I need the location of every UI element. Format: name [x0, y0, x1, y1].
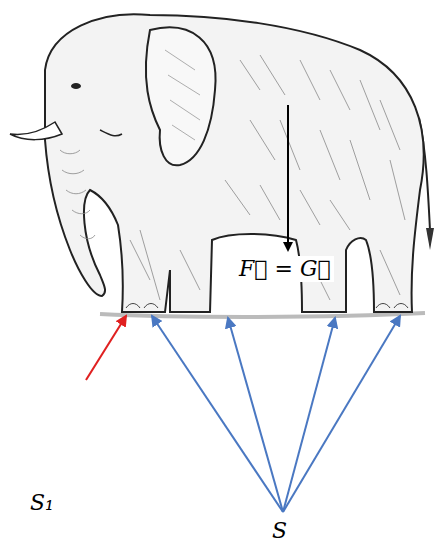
elephant-eye — [71, 83, 81, 89]
ground-shadow — [100, 313, 425, 317]
ear-hatching — [165, 50, 200, 140]
force-label: S₁ — [30, 490, 54, 516]
reaction-arrows-blue — [152, 316, 400, 512]
reaction-arrow-red — [86, 316, 126, 380]
skin-hatching — [60, 55, 405, 300]
toenails — [126, 304, 408, 309]
force-label: S — [272, 518, 287, 544]
elephant-tusk — [10, 122, 62, 140]
tail-tuft — [426, 228, 434, 250]
mouth — [100, 130, 122, 136]
force-label: F⃗ = G⃗ — [236, 256, 334, 282]
elephant-body — [45, 14, 424, 312]
force-arrow — [287, 105, 289, 250]
elephant-ear — [146, 28, 216, 166]
